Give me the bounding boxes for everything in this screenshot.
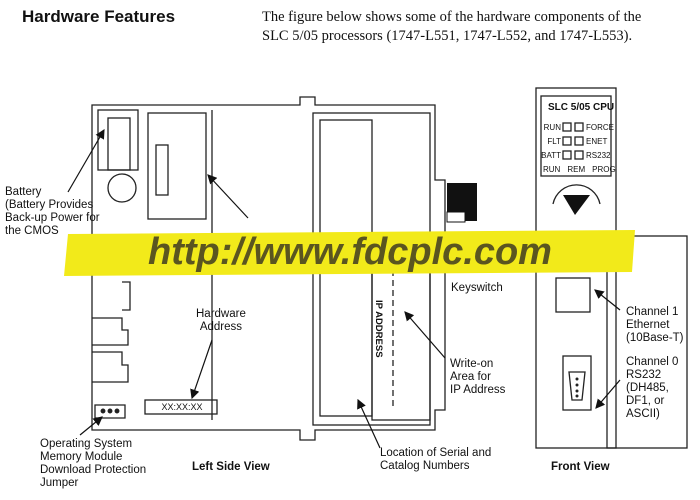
- intro-line-1: The figure below shows some of the hardw…: [262, 9, 642, 25]
- hardware-address-label: Hardware Address: [196, 308, 246, 333]
- page-title: Hardware Features: [22, 7, 176, 26]
- intro-line-2: SLC 5/05 processors (1747-L551, 1747-L55…: [262, 28, 633, 44]
- keyswitch-label: Keyswitch: [451, 282, 503, 294]
- keyswitch-front: [563, 195, 590, 215]
- ip-address-text: IP ADDRESS: [373, 300, 384, 358]
- os-jumper-label: Operating System Memory Module Download …: [40, 438, 147, 489]
- watermark-highlight: [64, 230, 635, 276]
- hardware-address-value: XX:XX:XX: [161, 402, 203, 412]
- serial-catalog-label: Location of Serial and Catalog Numbers: [380, 447, 492, 472]
- led-labels-left: RUN FLT BATT: [541, 123, 561, 160]
- battery-label: Battery (Battery Provides Back-up Power …: [5, 186, 100, 237]
- watermark-text: http://www.fdcplc.com: [148, 231, 552, 273]
- write-on-label: Write-on Area for IP Address: [450, 358, 506, 396]
- channel1-label: Channel 1 Ethernet (10Base-T): [626, 306, 684, 344]
- left-view-caption: Left Side View: [192, 461, 270, 473]
- key-position-labels: RUN REM PROG: [543, 165, 616, 174]
- led-labels-right: FORCE ENET RS232: [586, 123, 614, 160]
- watermark: http://www.fdcplc.com: [64, 230, 635, 276]
- front-view-caption: Front View: [551, 461, 610, 473]
- intro-paragraph: The figure below shows some of the hardw…: [262, 8, 692, 46]
- channel0-label: Channel 0 RS232 (DH485, DF1, or ASCII): [626, 356, 679, 420]
- cpu-title: SLC 5/05 CPU: [548, 102, 615, 113]
